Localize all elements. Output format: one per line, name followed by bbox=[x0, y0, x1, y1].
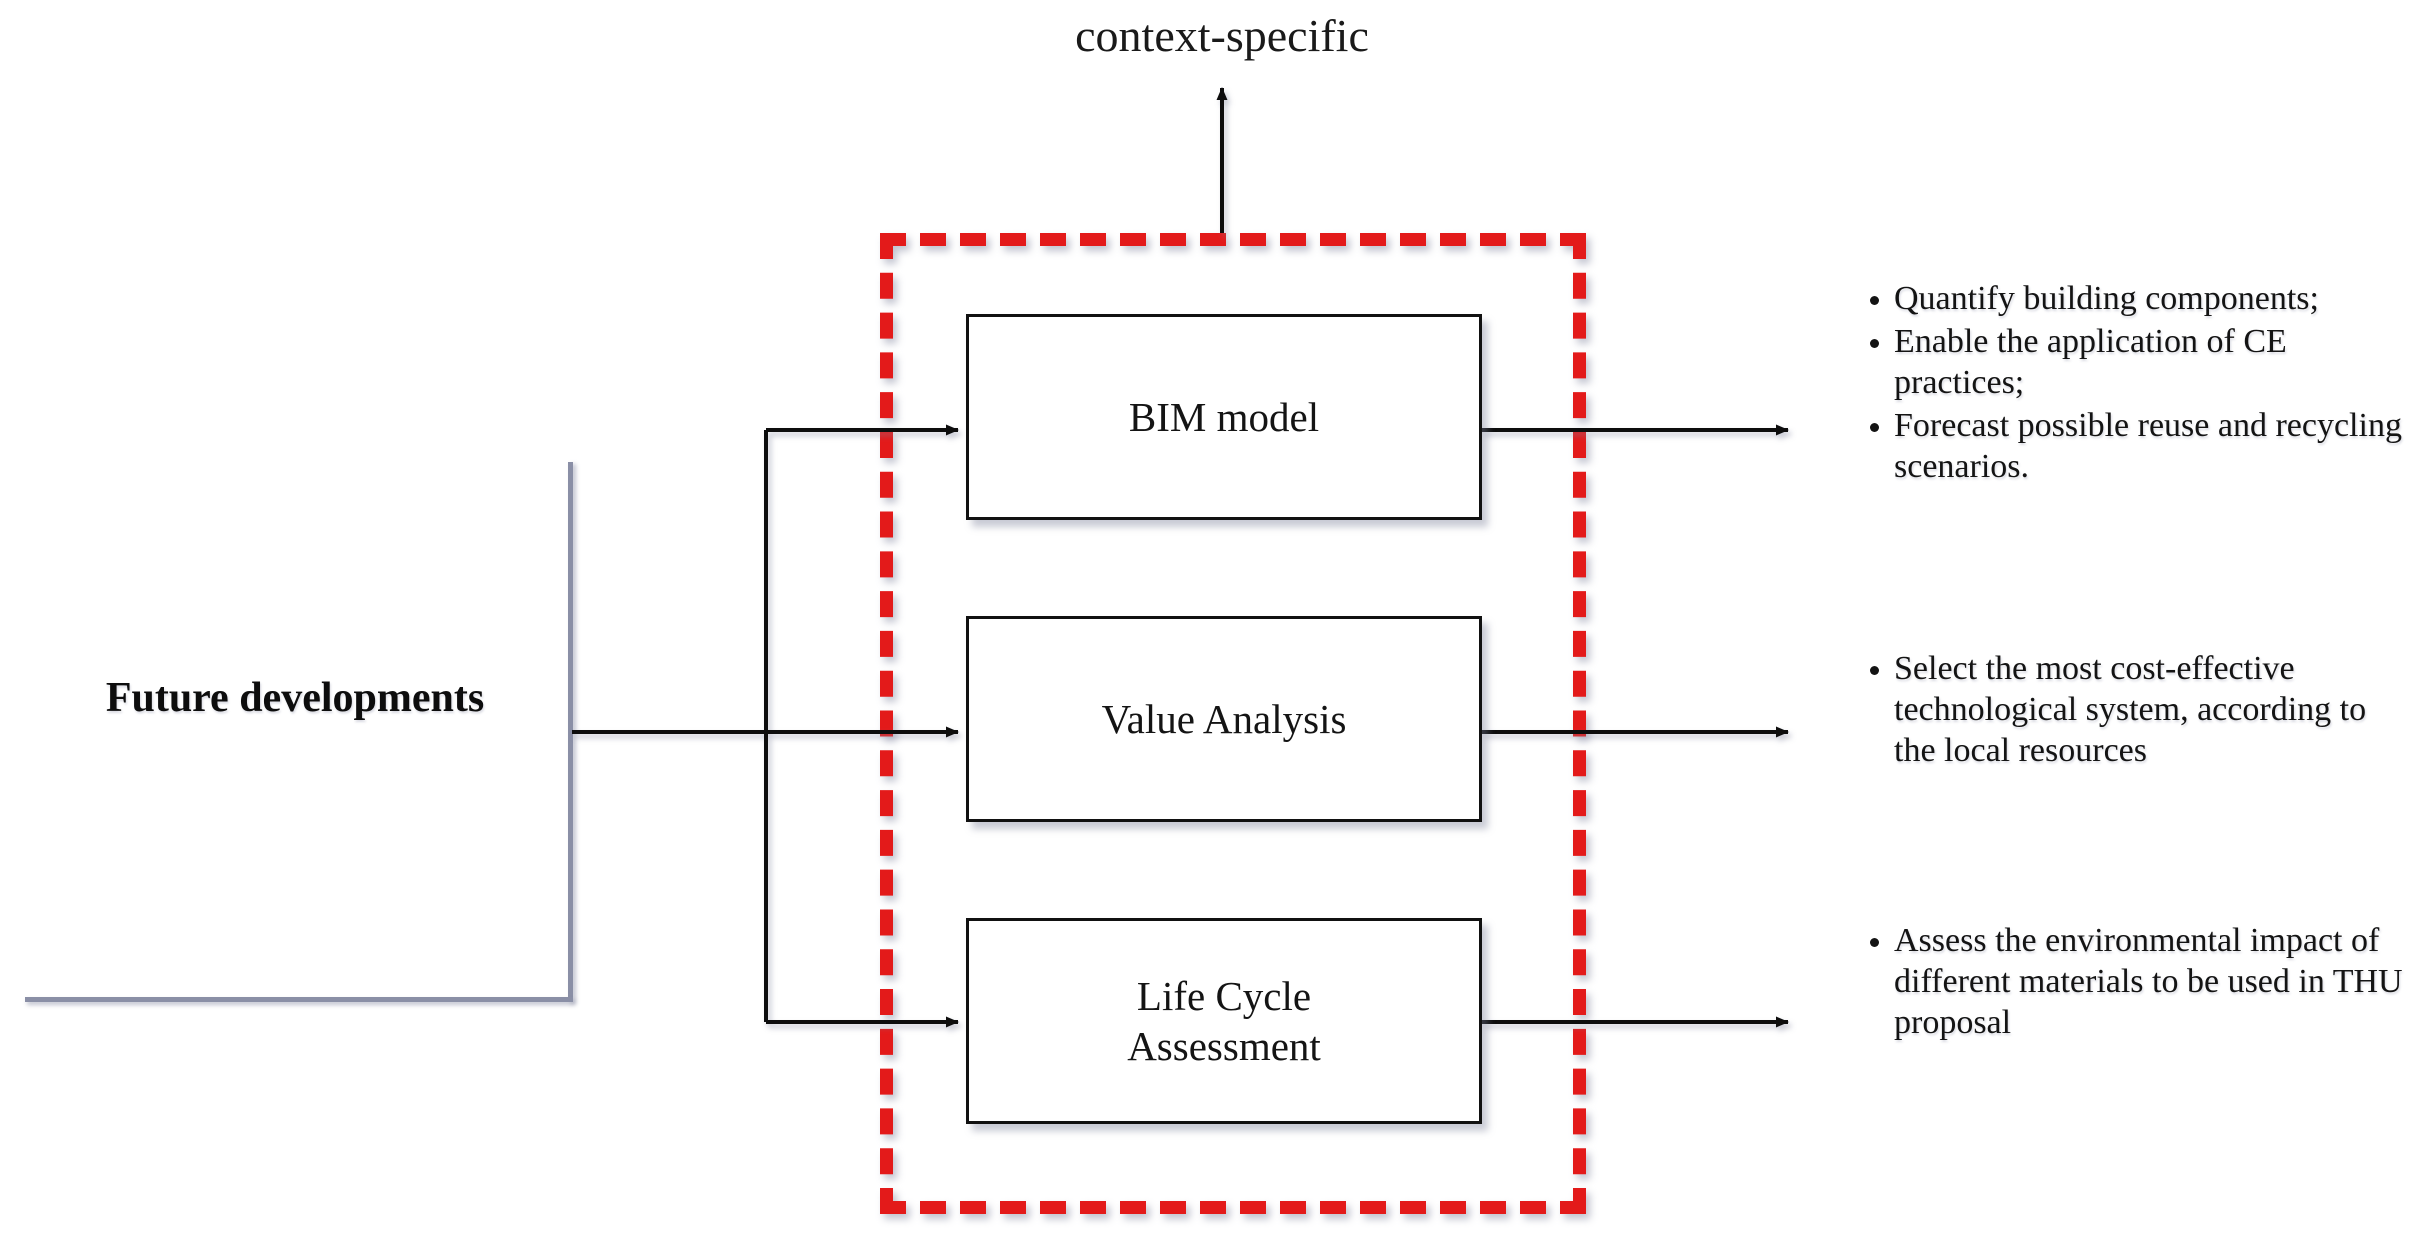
process-box-value-analysis[interactable]: Value Analysis bbox=[966, 616, 1482, 822]
source-bracket-horizontal bbox=[25, 997, 573, 1002]
list-item: Assess the environmental impact of diffe… bbox=[1894, 920, 2408, 1043]
outcome-group-lca: Assess the environmental impact of diffe… bbox=[1848, 920, 2408, 1045]
list-item: Select the most cost-effective technolog… bbox=[1894, 648, 2408, 771]
page-title: context-specific bbox=[1075, 10, 1369, 61]
outcome-list: Select the most cost-effective technolog… bbox=[1848, 648, 2408, 771]
outcome-group-value-analysis: Select the most cost-effective technolog… bbox=[1848, 648, 2408, 773]
outcome-list: Assess the environmental impact of diffe… bbox=[1848, 920, 2408, 1043]
list-item: Enable the application of CE practices; bbox=[1894, 321, 2408, 403]
list-item: Forecast possible reuse and recycling sc… bbox=[1894, 405, 2408, 487]
box-label: BIM model bbox=[1128, 394, 1320, 440]
highlight-region-dashed bbox=[880, 233, 1586, 1214]
box-label-wrapper: Life Cycle Assessment bbox=[1127, 971, 1321, 1071]
process-box-bim-model[interactable]: BIM model bbox=[966, 314, 1482, 520]
outcome-group-bim: Quantify building components; Enable the… bbox=[1848, 278, 2408, 489]
source-bracket-vertical bbox=[568, 462, 573, 1002]
source-label: Future developments bbox=[105, 675, 485, 721]
outcome-list: Quantify building components; Enable the… bbox=[1848, 278, 2408, 487]
process-box-life-cycle-assessment[interactable]: Life Cycle Assessment bbox=[966, 918, 1482, 1124]
list-item: Quantify building components; bbox=[1894, 278, 2408, 319]
box-label-line2: Assessment bbox=[1127, 1023, 1321, 1069]
box-label: Value Analysis bbox=[1101, 696, 1347, 742]
box-label-line1: Life Cycle bbox=[1136, 973, 1312, 1019]
